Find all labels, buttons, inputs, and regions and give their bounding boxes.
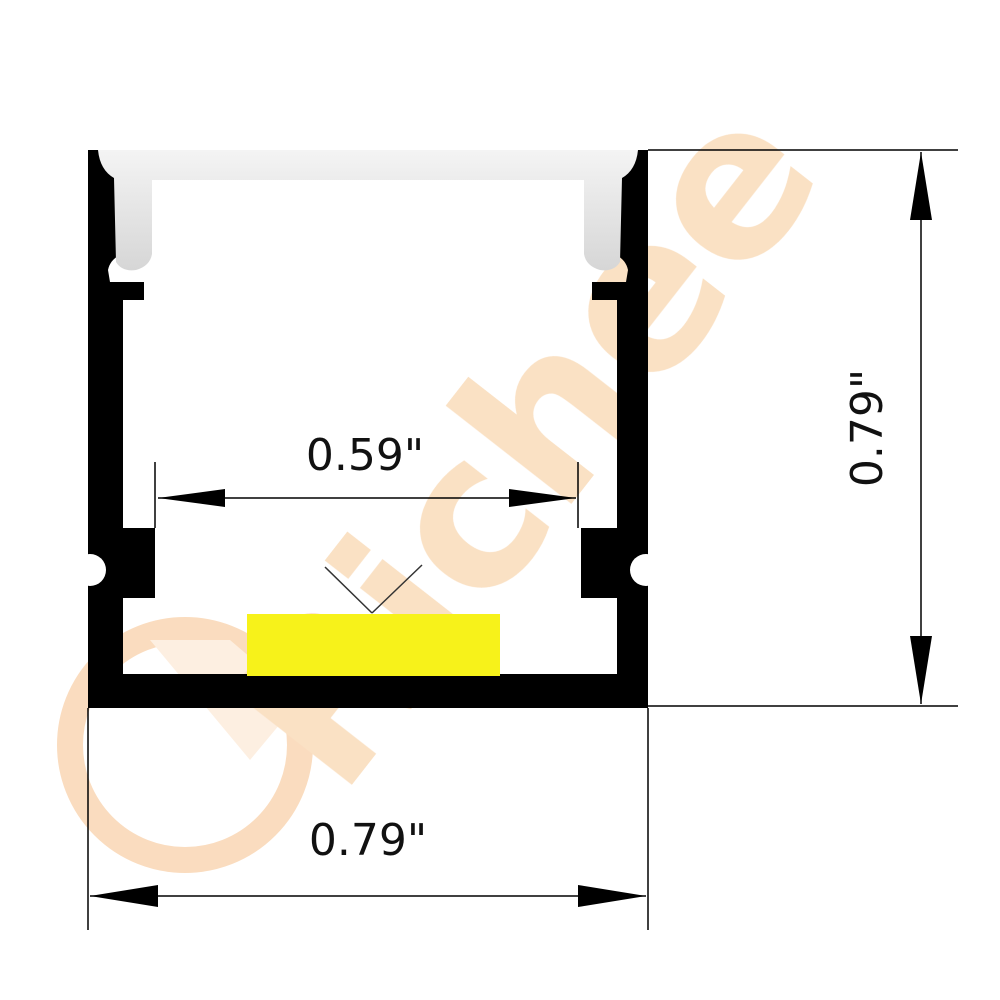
outer-width-label: 0.79" <box>309 815 427 866</box>
outer-height-dimension: 0.79" <box>648 149 958 707</box>
right-notch <box>630 554 662 586</box>
diffuser-cover <box>98 150 638 271</box>
led-strip <box>247 614 500 676</box>
arrow-right-icon <box>509 489 576 507</box>
inner-width-dimension: 0.59" <box>154 430 579 528</box>
arrow-right-icon <box>578 885 646 907</box>
light-beam <box>324 564 423 614</box>
outer-width-dimension: 0.79" <box>87 708 649 930</box>
arrow-left-icon <box>158 489 225 507</box>
left-notch <box>74 554 106 586</box>
outer-height-label: 0.79" <box>842 369 893 487</box>
arrow-down-icon <box>910 636 932 704</box>
arrow-left-icon <box>90 885 158 907</box>
inner-width-label: 0.59" <box>306 430 424 481</box>
arrow-up-icon <box>910 152 932 220</box>
